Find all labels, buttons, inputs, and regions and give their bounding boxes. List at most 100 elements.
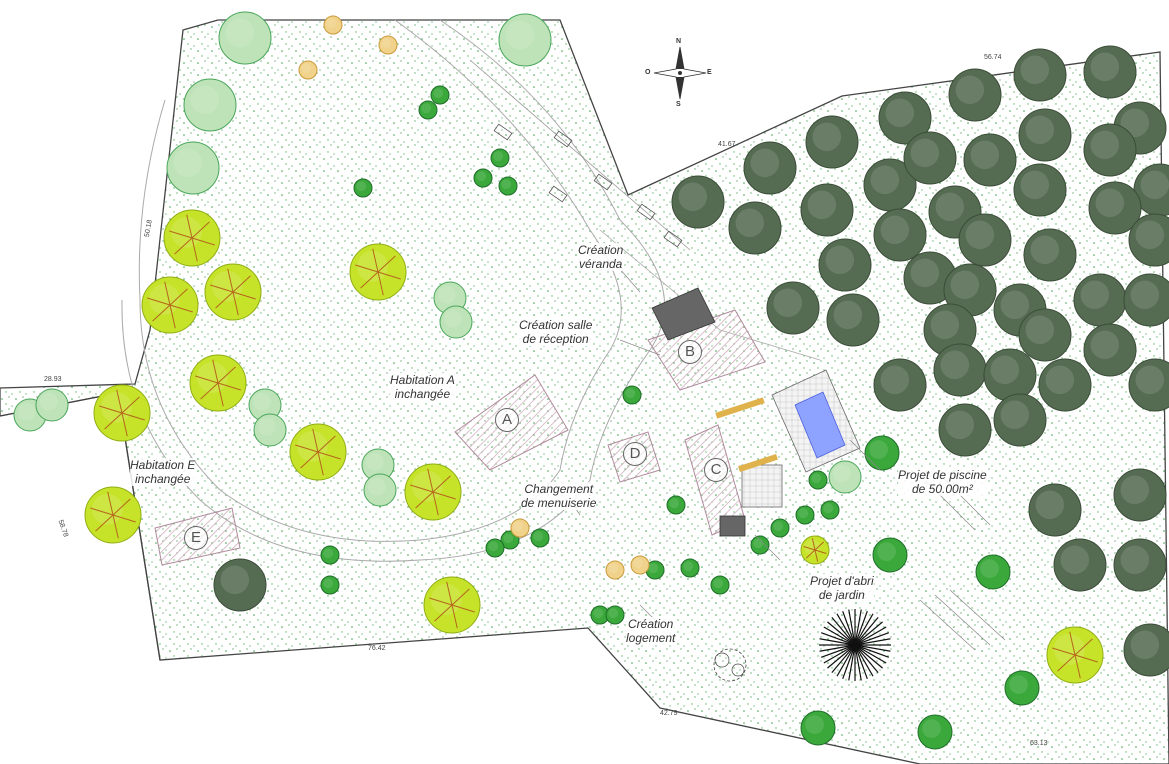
dimension-south-2: 42.79: [660, 710, 678, 717]
dark-tree: [1123, 623, 1169, 677]
flowering-tree: [166, 141, 220, 195]
ochre-tree: [323, 15, 343, 35]
flowering-tree-group: [13, 11, 862, 507]
planter-bed: [715, 397, 765, 419]
dark-tree: [923, 303, 977, 357]
dark-tree: [1018, 108, 1072, 162]
palm-tree: [819, 609, 891, 681]
shrub: [864, 435, 900, 471]
outline-shrub: [713, 648, 747, 682]
dark-tree: [1053, 538, 1107, 592]
dark-tree: [943, 263, 997, 317]
shrub: [770, 518, 790, 538]
pool-project[interactable]: [771, 369, 861, 473]
shrub: [622, 385, 642, 405]
dark-tree-group: [213, 45, 1169, 677]
dark-tree: [213, 558, 267, 612]
dark-tree: [800, 183, 854, 237]
dark-tree: [1083, 45, 1137, 99]
dark-tree: [878, 91, 932, 145]
dark-tree: [938, 403, 992, 457]
shrub: [710, 575, 730, 595]
yellow-tree: [93, 384, 151, 442]
flowering-tree: [828, 460, 862, 494]
yellow-tree: [163, 209, 221, 267]
shrub: [418, 100, 438, 120]
flowering-tree: [183, 78, 237, 132]
parking-cars: [493, 123, 683, 248]
shrub: [498, 176, 518, 196]
dark-tree: [1113, 468, 1167, 522]
shrub: [872, 537, 908, 573]
compass-east: E: [707, 69, 712, 76]
shrub: [473, 168, 493, 188]
yellow-tree: [141, 276, 199, 334]
dark-tree: [818, 238, 872, 292]
shrub: [490, 148, 510, 168]
flowering-tree: [248, 388, 282, 422]
dark-tree: [903, 251, 957, 305]
shrub: [605, 605, 625, 625]
dark-tree: [728, 201, 782, 255]
flowering-tree: [498, 13, 552, 67]
yellow-tree: [1046, 626, 1104, 684]
yellow-tree: [84, 486, 142, 544]
label-changement-menuiserie: Changement de menuiserie: [521, 482, 597, 510]
building-a-label: A: [495, 408, 519, 432]
garden-shed: [719, 515, 746, 537]
shrub: [645, 560, 665, 580]
flowering-tree: [35, 388, 69, 422]
dark-tree: [863, 158, 917, 212]
dark-tree: [1088, 181, 1142, 235]
shrub: [975, 554, 1011, 590]
shrub: [320, 575, 340, 595]
dark-tree: [1038, 358, 1092, 412]
shrub: [430, 85, 450, 105]
label-creation-veranda: Création véranda: [578, 243, 624, 271]
ochre-tree: [378, 35, 398, 55]
flowering-tree: [363, 473, 397, 507]
dimension-south-east: 63.13: [1030, 740, 1048, 747]
shrub-group: [320, 85, 1040, 750]
shrub: [666, 495, 686, 515]
ochre-tree: [510, 518, 530, 538]
flowering-tree: [253, 413, 287, 447]
building-e-label: E: [184, 526, 208, 550]
dark-tree: [1073, 273, 1127, 327]
yellow-tree: [289, 423, 347, 481]
dark-tree: [873, 358, 927, 412]
label-habitation-e: Habitation E inchangée: [130, 458, 196, 486]
driveway: [138, 19, 622, 542]
dark-tree: [1028, 483, 1082, 537]
shrub: [750, 535, 770, 555]
label-projet-piscine: Projet de piscine de 50.00m²: [898, 468, 987, 496]
shed-extension: [741, 464, 783, 508]
dimension-south: 76.42: [368, 645, 386, 652]
dark-tree: [805, 115, 859, 169]
parking-line: [469, 59, 691, 251]
yellow-tree: [404, 463, 462, 521]
shrub: [1004, 670, 1040, 706]
shrub: [590, 605, 610, 625]
dark-tree: [903, 131, 957, 185]
planter-bed: [738, 453, 778, 473]
dark-tree: [1133, 163, 1169, 217]
building-b[interactable]: [647, 287, 766, 391]
dark-tree: [1113, 538, 1167, 592]
yellow-tree-group: [84, 209, 1104, 684]
dimension-west-2: 28.93: [44, 376, 62, 383]
shrub: [808, 470, 828, 490]
dark-tree: [983, 348, 1037, 402]
dark-tree: [873, 208, 927, 262]
ochre-tree: [605, 560, 625, 580]
dark-tree: [671, 175, 725, 229]
dark-tree: [1083, 323, 1137, 377]
flowering-tree: [439, 305, 473, 339]
shrub: [320, 545, 340, 565]
dark-tree: [993, 393, 1047, 447]
shrub: [680, 558, 700, 578]
shrub: [353, 178, 373, 198]
yellow-tree: [349, 243, 407, 301]
shrub: [530, 528, 550, 548]
